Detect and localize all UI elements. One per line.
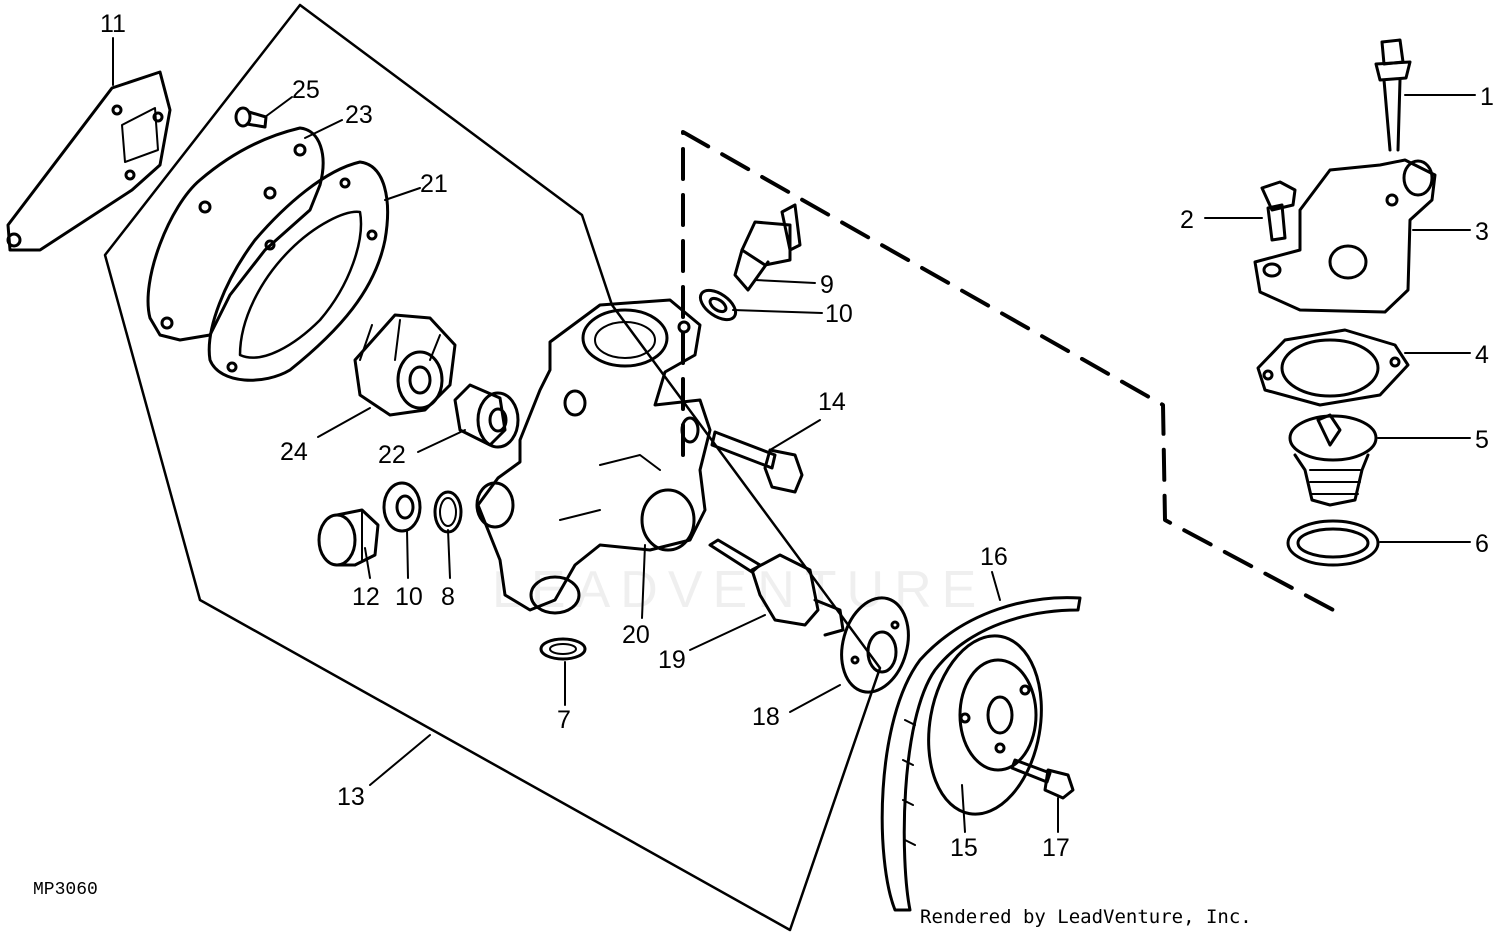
- callout-10-lower: 10: [395, 583, 423, 611]
- part-6-seal-ring[interactable]: [1286, 519, 1380, 567]
- callout-16: 16: [980, 543, 1008, 571]
- callout-17: 17: [1042, 834, 1070, 862]
- part-2-bolt[interactable]: [1260, 180, 1297, 242]
- part-16-fan-belt[interactable]: [880, 596, 1082, 912]
- thermostat-group-outline: [681, 130, 1339, 614]
- callout-5: 5: [1475, 426, 1489, 454]
- callout-7: 7: [557, 706, 571, 734]
- callout-3: 3: [1475, 218, 1489, 246]
- callout-13: 13: [337, 783, 365, 811]
- part-25-screw[interactable]: [234, 106, 268, 129]
- part-22-seal[interactable]: [453, 383, 520, 449]
- callout-23: 23: [345, 101, 373, 129]
- callout-22: 22: [378, 441, 406, 469]
- callout-4: 4: [1475, 341, 1489, 369]
- callout-6: 6: [1475, 530, 1489, 558]
- leader-lines: [112, 37, 1476, 833]
- callout-8: 8: [441, 583, 455, 611]
- part-24-impeller[interactable]: [353, 313, 457, 417]
- part-20-pump-housing[interactable]: [475, 298, 712, 615]
- credit-text: Rendered by LeadVenture, Inc.: [920, 906, 1252, 928]
- callout-12: 12: [352, 583, 380, 611]
- part-18-hub[interactable]: [832, 590, 919, 699]
- part-9-sender[interactable]: [733, 203, 802, 292]
- part-23-cover-plate[interactable]: [146, 126, 325, 342]
- callout-1: 1: [1480, 83, 1494, 111]
- callout-14: 14: [818, 388, 846, 416]
- callout-15: 15: [950, 834, 978, 862]
- part-1-bolt[interactable]: [1374, 38, 1412, 152]
- part-3-thermostat-housing[interactable]: [1253, 158, 1437, 314]
- callout-10-upper: 10: [825, 300, 853, 328]
- callout-25: 25: [292, 76, 320, 104]
- part-5-thermostat[interactable]: [1288, 413, 1378, 507]
- callout-21: 21: [420, 170, 448, 198]
- part-19-shaft-bearing[interactable]: [708, 538, 845, 637]
- part-4-gasket[interactable]: [1256, 328, 1410, 407]
- part-11-bracket[interactable]: [6, 70, 172, 252]
- callout-labels: 1 2 3 4 5 6 7 8 9 10 10 11 12 13 14 15 1…: [33, 10, 1494, 900]
- callout-11: 11: [100, 10, 126, 38]
- part-17-bolt[interactable]: [1010, 758, 1075, 800]
- part-14-bolt[interactable]: [710, 430, 804, 494]
- part-12-plug[interactable]: [317, 508, 380, 567]
- callout-24: 24: [280, 438, 308, 466]
- callout-9: 9: [820, 271, 834, 299]
- part-21-gasket[interactable]: [207, 160, 390, 382]
- part-10-washer-upper[interactable]: [695, 285, 740, 326]
- callout-20: 20: [622, 621, 650, 649]
- part-15-fan-pulley[interactable]: [915, 627, 1055, 823]
- part-8-o-ring[interactable]: [433, 490, 463, 534]
- assembly-13-outline: [103, 3, 882, 932]
- part-7-plug[interactable]: [539, 637, 587, 661]
- figure-id: MP3060: [33, 880, 98, 900]
- callout-18: 18: [752, 703, 780, 731]
- callout-2: 2: [1180, 206, 1194, 234]
- callout-19: 19: [658, 646, 686, 674]
- part-10-washer-lower[interactable]: [382, 481, 422, 533]
